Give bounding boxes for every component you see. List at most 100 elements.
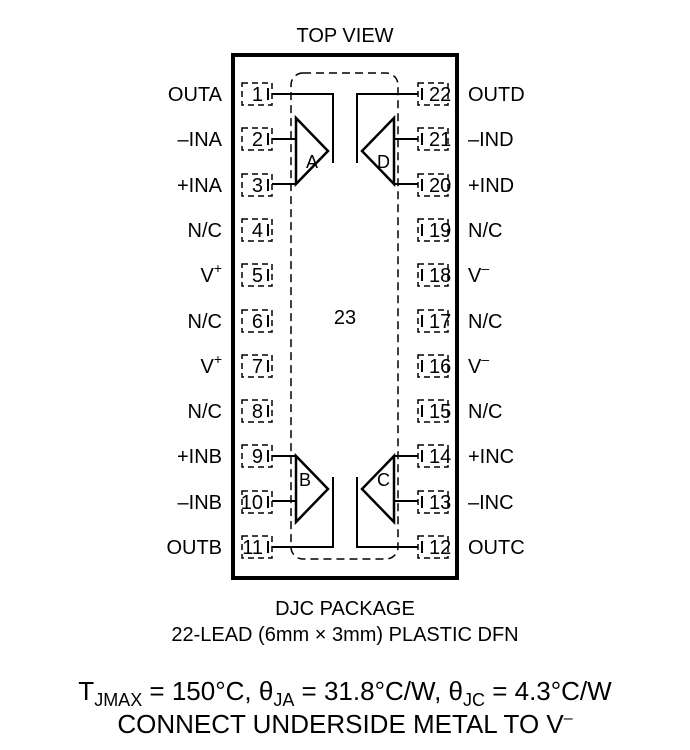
theta-jc-subscript: JC (463, 690, 485, 710)
pin21-number: 21 (429, 129, 451, 151)
pin12-label-outc: OUTC (468, 537, 525, 559)
pin14-label-plus-inc: +INC (468, 446, 514, 468)
pin13-name: –INC (468, 492, 514, 514)
amplifier-a-output-wire (272, 93, 334, 163)
pin1-name: OUTA (168, 84, 223, 106)
pin12-name: OUTC (468, 537, 525, 559)
pin5-number: 5 (252, 265, 263, 287)
pin19-name: N/C (468, 220, 502, 242)
pin20-name: +IND (468, 175, 514, 197)
pin3-label-plus-ina: +INA (177, 175, 223, 197)
pin16-label-v: V– (468, 351, 489, 378)
amplifier-d: D (356, 93, 418, 188)
pin15-name: N/C (468, 401, 502, 423)
pin16-superscript: – (481, 351, 489, 367)
pin7-pad (241, 354, 273, 378)
pin7-name: V (200, 356, 214, 378)
pin5-superscript: + (214, 260, 222, 276)
pin22-label-outd: OUTD (468, 84, 525, 106)
tjmax-subscript: JMAX (94, 690, 142, 710)
pin6-label-nc: N/C (188, 311, 222, 333)
amplifier-b-output-wire (272, 477, 334, 548)
diagram-title: TOP VIEW (296, 25, 393, 47)
amplifier-b-triangle (294, 452, 330, 526)
exposed-pad-number: 23 (334, 307, 356, 329)
pin11-name: OUTB (166, 537, 222, 559)
amplifier-c: C (356, 452, 418, 548)
theta-ja-symbol: θ (259, 676, 273, 706)
pin18-label-v: V– (468, 260, 489, 287)
pin2-label-minus-ina: –INA (178, 129, 223, 151)
pin18-pad (417, 263, 449, 287)
pin6-number: 6 (252, 311, 263, 333)
pin3-name: +INA (177, 175, 223, 197)
pin15-number: 15 (429, 401, 451, 423)
pin7-number: 7 (252, 356, 263, 378)
pin21-label-minus-ind: –IND (468, 129, 514, 151)
package-name: DJC PACKAGE (275, 598, 415, 620)
pin2-name: –INA (178, 129, 223, 151)
pin8-pad (241, 399, 273, 423)
thermal-specs: TJMAX = 150°C, θJA = 31.8°C/W, θJC = 4.3… (78, 676, 612, 710)
pin1-label-outa: OUTA (168, 84, 223, 106)
pin2-number: 2 (252, 129, 263, 151)
pin19-number: 19 (429, 220, 451, 242)
underside-metal-superscript: – (564, 710, 573, 727)
pin4-number: 4 (252, 220, 263, 242)
amplifier-c-label: C (377, 470, 390, 490)
pin7-superscript: + (214, 351, 222, 367)
pin21-name: –IND (468, 129, 514, 151)
pin17-name: N/C (468, 311, 502, 333)
pin22-number: 22 (429, 84, 451, 106)
pin11-number: 11 (242, 537, 263, 559)
amplifier-b: B (272, 452, 334, 548)
pin1-number: 1 (252, 84, 263, 106)
amplifier-a-label: A (306, 152, 318, 172)
pin10-name: –INB (178, 492, 222, 514)
pin17-pad (417, 309, 449, 333)
theta-ja-subscript: JA (273, 690, 294, 710)
pin9-name: +INB (177, 446, 222, 468)
pin13-label-minus-inc: –INC (468, 492, 514, 514)
pin12-number: 12 (429, 537, 451, 559)
pin16-number: 16 (429, 356, 451, 378)
tjmax-symbol: T (78, 676, 94, 706)
pin16-pad (417, 354, 449, 378)
pin11-label-outb: OUTB (166, 537, 222, 559)
pin10-number: 10 (241, 492, 263, 514)
pin14-name: +INC (468, 446, 514, 468)
pin5-pad (241, 263, 273, 287)
theta-ja-value: = 31.8°C/W, (294, 676, 448, 706)
left-pin-column: 1OUTA2–INA3+INA4N/C5V+6N/C7V+8N/C9+INB10… (166, 82, 273, 559)
tjmax-value: = 150°C, (142, 676, 259, 706)
pin15-pad (417, 399, 449, 423)
amplifier-a-triangle (294, 114, 330, 188)
pin19-label-nc: N/C (468, 220, 502, 242)
pin15-label-nc: N/C (468, 401, 502, 423)
pin17-number: 17 (429, 311, 451, 333)
theta-jc-value: = 4.3°C/W (485, 676, 612, 706)
pin4-name: N/C (188, 220, 222, 242)
amplifier-a: A (272, 93, 334, 188)
pin20-number: 20 (429, 175, 451, 197)
pin4-pad (241, 218, 273, 242)
pin3-number: 3 (252, 175, 263, 197)
pin6-name: N/C (188, 311, 222, 333)
pin13-number: 13 (429, 492, 451, 514)
pin10-label-minus-inb: –INB (178, 492, 222, 514)
pin17-label-nc: N/C (468, 311, 502, 333)
pin20-label-plus-ind: +IND (468, 175, 514, 197)
amplifier-d-output-wire (356, 93, 418, 163)
amplifier-d-triangle (360, 114, 396, 188)
pin5-label-v: V+ (200, 260, 222, 287)
pin8-name: N/C (188, 401, 222, 423)
package-description: 22-LEAD (6mm × 3mm) PLASTIC DFN (171, 624, 518, 646)
pin16-name: V (468, 356, 482, 378)
pin4-label-nc: N/C (188, 220, 222, 242)
pin14-number: 14 (429, 446, 451, 468)
pin22-name: OUTD (468, 84, 525, 106)
pin19-pad (417, 218, 449, 242)
underside-metal-text: CONNECT UNDERSIDE METAL TO V (117, 709, 564, 739)
theta-jc-symbol: θ (449, 676, 463, 706)
